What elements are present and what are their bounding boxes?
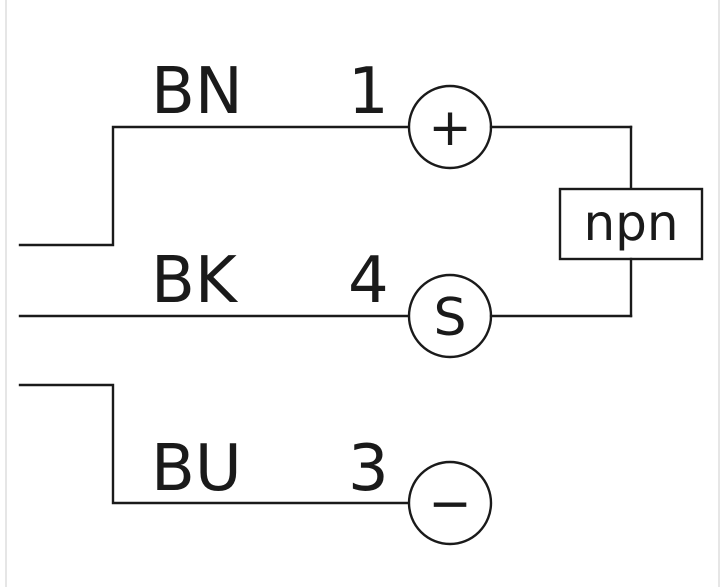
wire-bn [18,125,410,247]
wire-bn-color-code: BN [151,55,243,129]
npn-output-box: npn [558,187,704,261]
npn-label: npn [583,194,678,252]
wire-bn-group: BN 1 + [18,55,633,247]
plus-icon: + [428,98,472,158]
wire-bu-color-code: BU [151,432,242,506]
wire-bk-color-code: BK [151,244,239,318]
minus-icon: − [428,474,472,534]
signal-icon: S [433,288,466,348]
wire-bu-group: BU 3 − [18,383,493,546]
wire-bk-pin-number: 4 [348,244,389,318]
wire-bk-group: BK 4 S [18,244,633,359]
wire-bn-pin-number: 1 [348,55,389,129]
terminal-minus [407,460,493,546]
wire-bu-pin-number: 3 [348,432,389,506]
wire-bu [18,383,410,505]
